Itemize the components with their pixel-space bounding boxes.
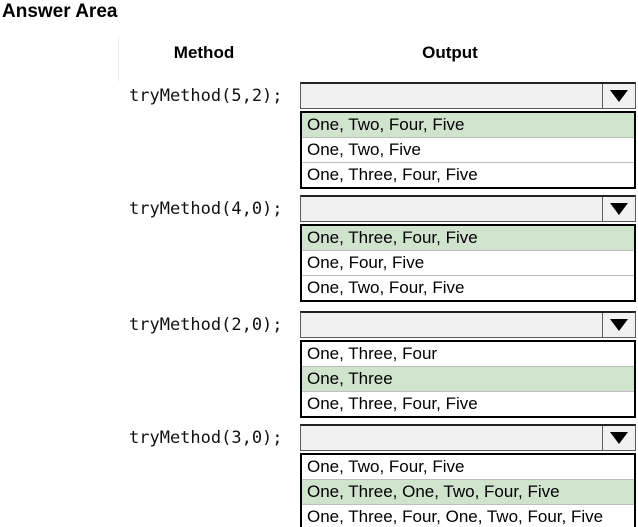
options-list: One, Two, Four, Five One, Three, One, Tw… xyxy=(300,453,636,527)
option-item[interactable]: One, Two, Four, Five xyxy=(307,457,465,476)
dropdown-select[interactable] xyxy=(300,82,636,109)
option-item[interactable]: One, Two, Four, Five xyxy=(302,113,634,137)
options-list: One, Two, Four, Five One, Two, Five One,… xyxy=(300,111,636,189)
option-item[interactable]: One, Three, Four, Five xyxy=(302,226,634,250)
dropdown-select[interactable] xyxy=(300,195,636,222)
dropdown-arrow-button[interactable] xyxy=(602,84,635,108)
option-item[interactable]: One, Three, Four xyxy=(307,344,438,363)
caret-down-icon xyxy=(610,432,628,444)
option-item[interactable]: One, Three xyxy=(302,366,634,391)
output-dropdown: One, Three, Four One, Three One, Three, … xyxy=(300,311,636,418)
page-title: Answer Area xyxy=(2,1,118,22)
options-list: One, Three, Four One, Three One, Three, … xyxy=(300,340,636,418)
output-dropdown: One, Two, Four, Five One, Three, One, Tw… xyxy=(300,424,636,527)
method-label: tryMethod(4,0); xyxy=(129,199,283,219)
option-item[interactable]: One, Two, Four, Five xyxy=(302,275,634,300)
option-item[interactable]: One, Three, Four, Five xyxy=(302,162,634,187)
caret-down-icon xyxy=(610,90,628,102)
option-item[interactable]: One, Two, Five xyxy=(302,137,634,162)
option-item[interactable]: One, Three, Four, One, Two, Four, Five xyxy=(302,504,634,527)
caret-down-icon xyxy=(610,203,628,215)
option-item[interactable]: One, Three, One, Two, Four, Five xyxy=(302,479,634,504)
dropdown-arrow-button[interactable] xyxy=(602,197,635,221)
table-border-line xyxy=(118,37,119,81)
output-dropdown: One, Two, Four, Five One, Two, Five One,… xyxy=(300,82,636,189)
dropdown-arrow-button[interactable] xyxy=(602,426,635,450)
method-label: tryMethod(3,0); xyxy=(129,428,283,448)
dropdown-arrow-button[interactable] xyxy=(602,313,635,337)
option-item[interactable]: One, Three, Four, Five xyxy=(302,391,634,416)
option-item[interactable]: One, Four, Five xyxy=(302,250,634,275)
method-label: tryMethod(2,0); xyxy=(129,315,283,335)
options-list: One, Three, Four, Five One, Four, Five O… xyxy=(300,224,636,302)
method-label: tryMethod(5,2); xyxy=(129,86,283,106)
method-column-header: Method xyxy=(173,43,235,62)
dropdown-select[interactable] xyxy=(300,311,636,338)
output-column-header: Output xyxy=(422,43,478,62)
output-dropdown: One, Three, Four, Five One, Four, Five O… xyxy=(300,195,636,302)
dropdown-select[interactable] xyxy=(300,424,636,451)
caret-down-icon xyxy=(610,319,628,331)
